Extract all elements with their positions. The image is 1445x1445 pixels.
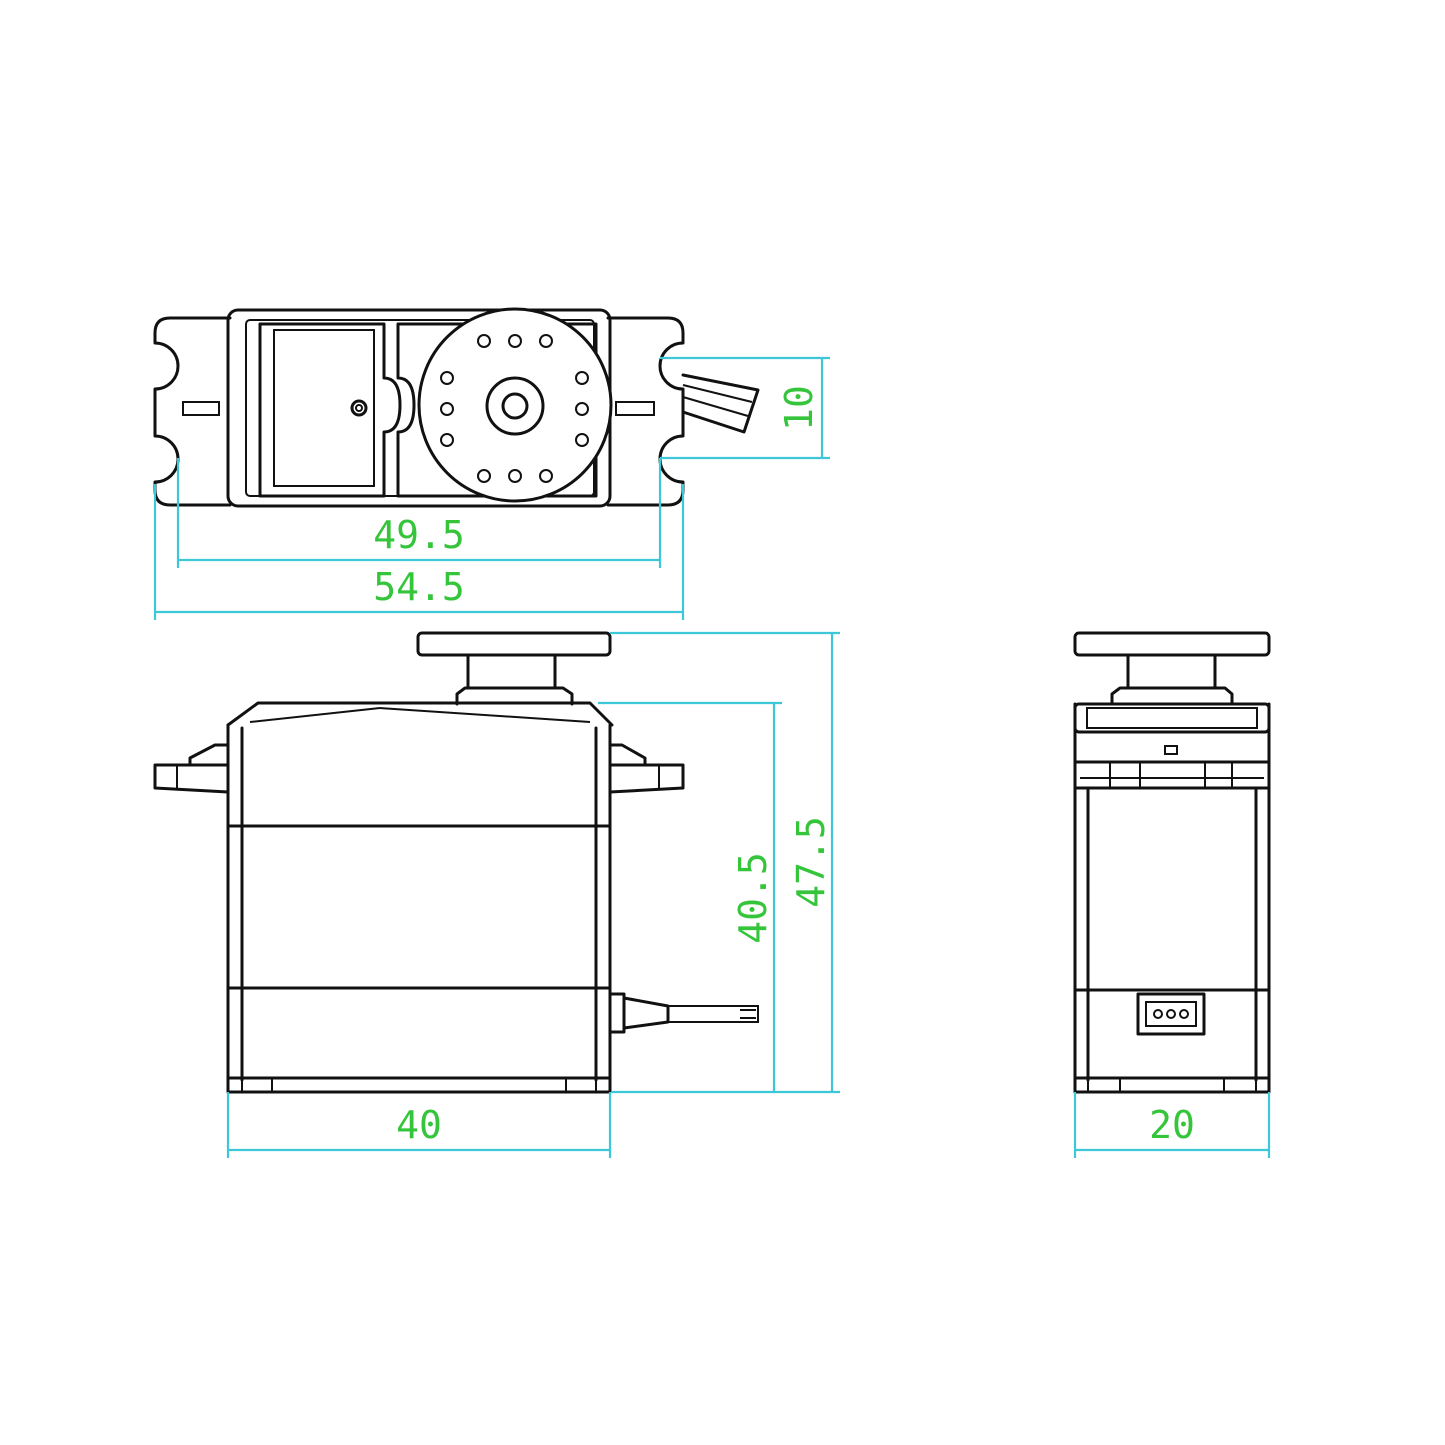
dim-label-body-height: 40.5	[731, 852, 775, 944]
dim-label-horn-spacing: 10	[777, 385, 821, 431]
servo-horn-disc	[417, 307, 613, 503]
side-shaft-base	[1110, 686, 1234, 706]
front-horn-disc	[416, 631, 612, 657]
front-shaft-base	[455, 686, 574, 706]
label-window	[273, 329, 375, 487]
dim-label-mount-spacing: 49.5	[373, 513, 465, 557]
horn-holes	[440, 334, 589, 483]
connector-pin-icon	[1153, 1009, 1163, 1019]
dim-label-body-width: 20	[1149, 1103, 1195, 1147]
left-compartment	[258, 322, 402, 498]
front-horn-hub	[466, 653, 557, 690]
right-mounting-flange	[606, 316, 685, 507]
side-horn-disc	[1073, 631, 1271, 657]
servo-wire	[681, 373, 760, 434]
top-view	[153, 307, 760, 508]
dimension-labels: 10 49.5 54.5 40 40.5 47.5 20	[373, 385, 1195, 1147]
side-body-outline	[1073, 702, 1271, 1094]
front-right-flange	[608, 743, 685, 794]
front-cable	[667, 1005, 759, 1023]
side-connector	[1136, 992, 1206, 1036]
connector-pin-icon	[1179, 1009, 1189, 1019]
side-foot-right	[1223, 1077, 1257, 1093]
side-view-dimensions	[1073, 1092, 1271, 1158]
front-body-outline	[226, 723, 612, 1094]
dim-label-overall-height: 47.5	[789, 816, 833, 908]
front-body-top	[226, 701, 614, 727]
output-shaft-inner	[501, 392, 529, 420]
connector-pin-icon	[1166, 1009, 1176, 1019]
right-slot	[615, 401, 655, 416]
front-view	[153, 631, 759, 1094]
right-compartment	[396, 322, 598, 498]
front-left-flange	[153, 743, 230, 794]
screw-icon	[350, 399, 368, 417]
side-top-tab	[1164, 745, 1178, 755]
top-view-dimensions	[153, 356, 830, 620]
side-horn-hub	[1126, 653, 1217, 690]
output-shaft-outer	[485, 376, 545, 436]
dim-label-body-length: 40	[396, 1103, 442, 1147]
side-foot-left	[1087, 1077, 1121, 1093]
front-cable-grommet	[608, 992, 670, 1034]
side-view	[1073, 631, 1271, 1094]
front-view-dimensions	[226, 631, 840, 1158]
front-foot-left	[241, 1077, 273, 1093]
dim-label-overall-length: 54.5	[373, 565, 465, 609]
front-foot-right	[565, 1077, 597, 1093]
left-slot	[182, 401, 220, 416]
